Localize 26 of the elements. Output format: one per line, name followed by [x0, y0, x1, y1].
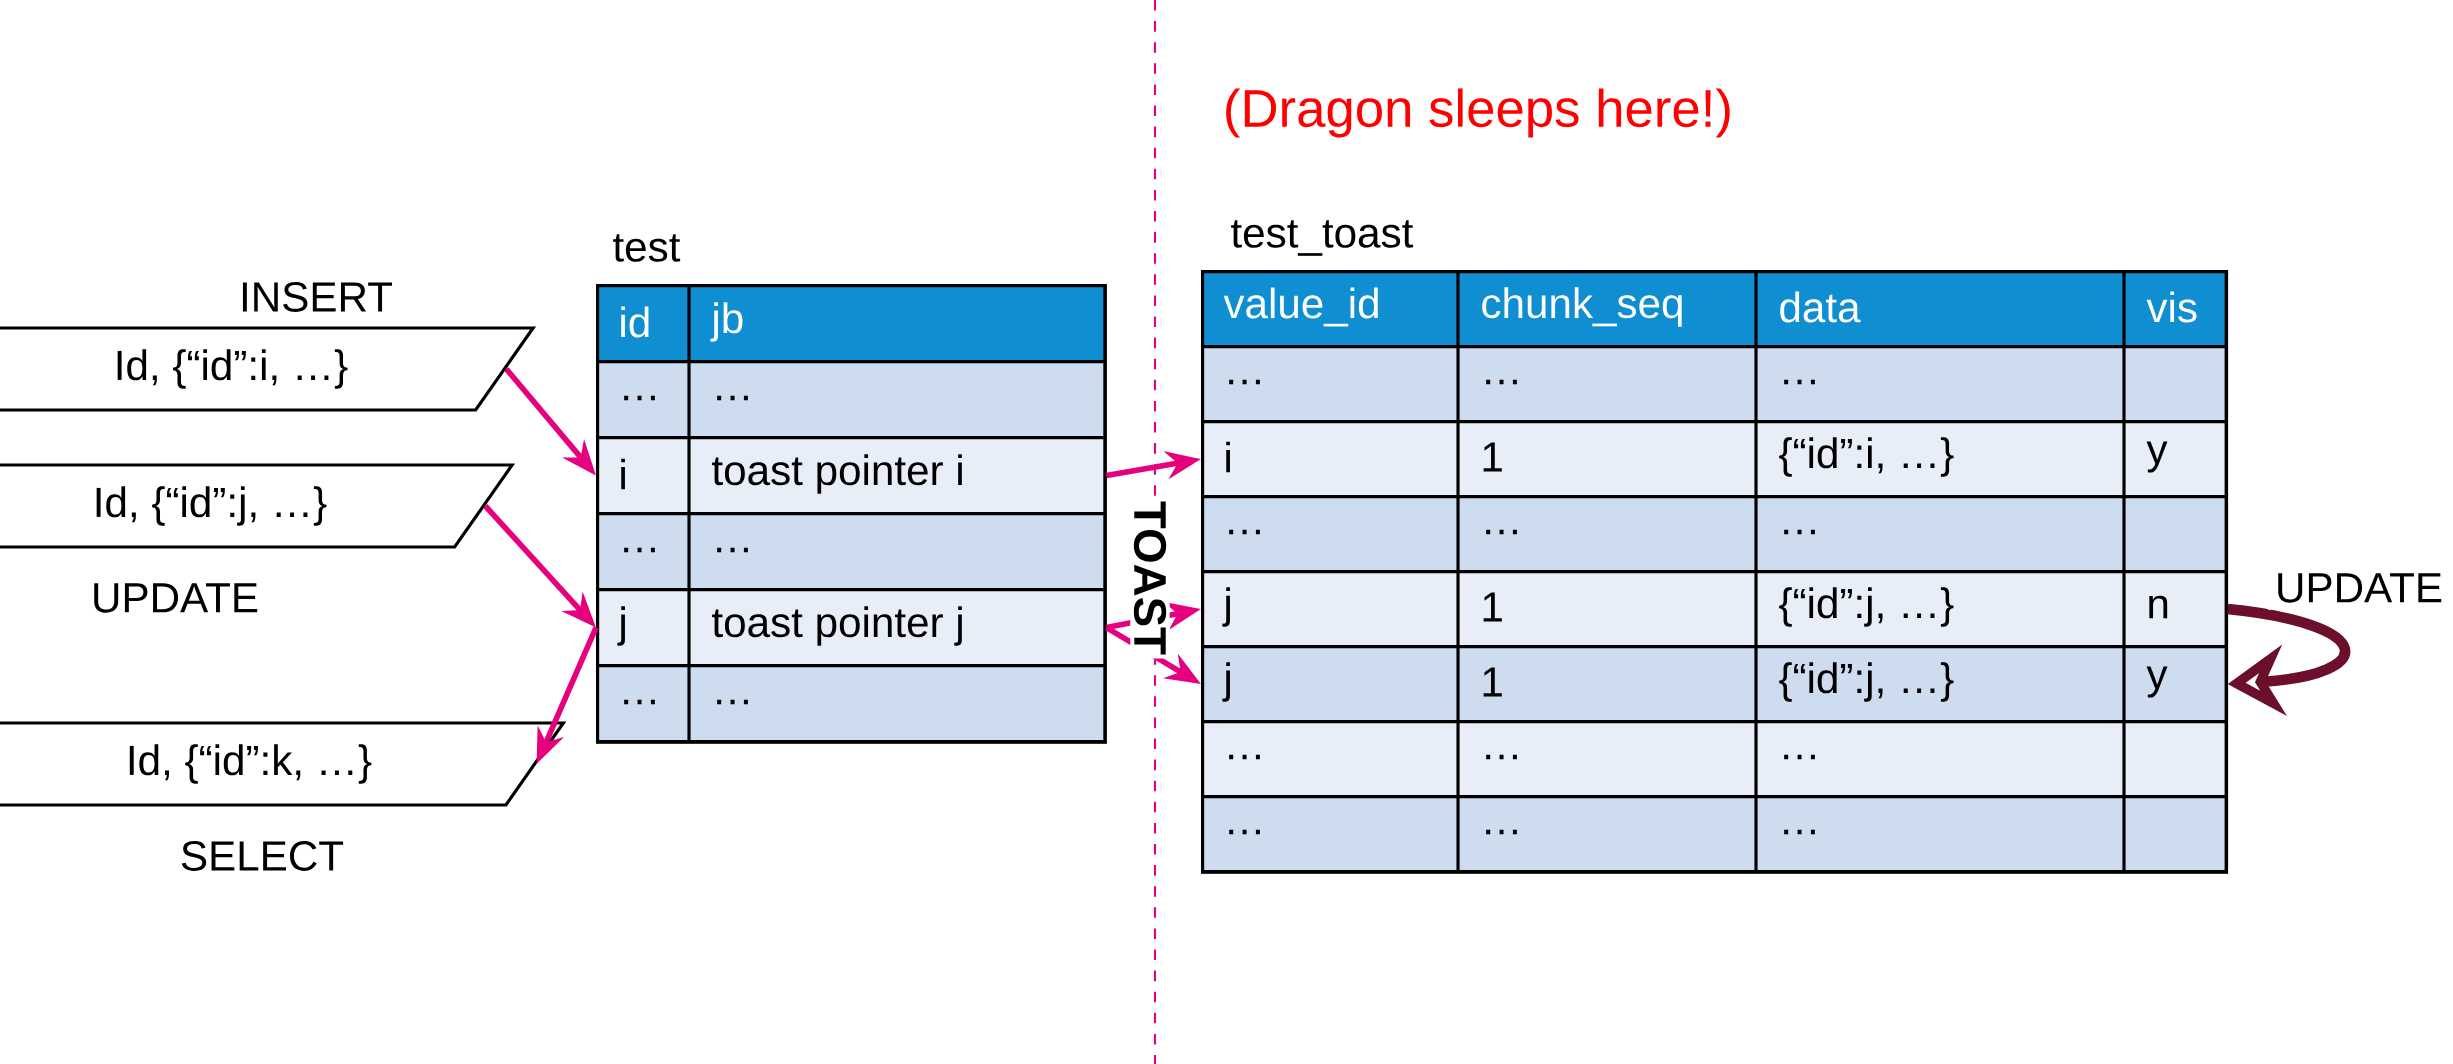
table-row: … …	[596, 664, 1107, 744]
operation-label: UPDATE	[94, 583, 258, 613]
note-text: (Dragon sleeps here!)	[1226, 88, 1730, 138]
toast-label: TOAST	[1130, 497, 1170, 659]
table-row: … … …	[1201, 720, 2228, 799]
table-row: i toast pointer i	[596, 436, 1107, 516]
edge-label: UPDATE	[2267, 566, 2451, 610]
operation-label: SELECT	[181, 841, 344, 871]
table-row: i 1 {“id”:i, …} y	[1201, 420, 2228, 499]
table-row: j 1 {“id”:j, …} y	[1201, 645, 2228, 724]
header-row: id jb	[596, 284, 1107, 364]
header-row: value_id chunk_seq data vis	[1201, 270, 2228, 349]
input-parallelogram: Id, {“id”:i, …}	[0, 326, 537, 412]
table-row: j 1 {“id”:j, …} n	[1201, 570, 2228, 649]
table-row: … … …	[1201, 795, 2228, 874]
node-label: test_toast	[1231, 220, 1414, 256]
table-row: … …	[596, 360, 1107, 440]
operation-label: INSERT	[242, 282, 393, 312]
input-parallelogram: Id, {“id”:k, …}	[0, 721, 567, 807]
table-row: … … …	[1201, 495, 2228, 574]
table-row: … …	[596, 512, 1107, 592]
arrow	[2227, 603, 2350, 717]
input-parallelogram: Id, {“id”:j, …}	[0, 463, 516, 549]
table-row: … … …	[1201, 345, 2228, 424]
table-row: j toast pointer j	[596, 588, 1107, 668]
node-label: test	[613, 234, 681, 262]
